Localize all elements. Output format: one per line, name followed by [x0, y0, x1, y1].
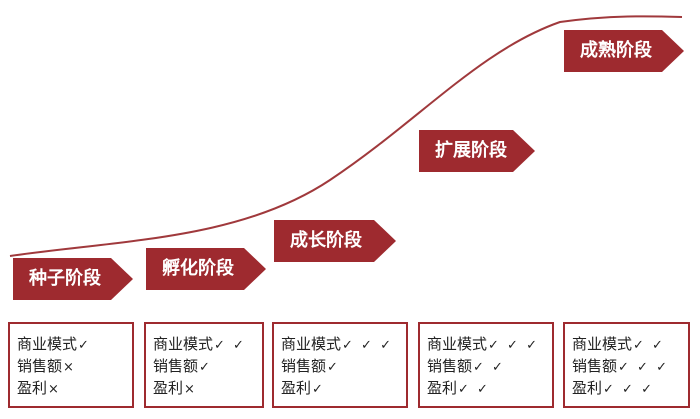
stage-arrow-maturity: 成熟阶段 [564, 30, 684, 72]
sales-mark: ✓ ✓ ✓ [618, 360, 669, 375]
business-model-row: 商业模式✓ ✓ ✓ [281, 334, 406, 356]
stage-label: 种子阶段 [29, 268, 101, 289]
profit-label: 盈利 [281, 379, 312, 397]
stage-box-expansion: 商业模式✓ ✓ ✓ 销售额✓ ✓ 盈利✓ ✓ [418, 322, 554, 408]
stage-label: 成长阶段 [290, 230, 362, 251]
sales-label: 销售额 [427, 357, 473, 375]
stage-label: 孵化阶段 [162, 258, 234, 279]
stage-label: 成熟阶段 [580, 40, 652, 61]
sales-row: 销售额✓ [153, 356, 262, 378]
stage-label: 扩展阶段 [435, 140, 507, 161]
business-model-row: 商业模式✓ ✓ [572, 334, 688, 356]
business-model-mark: ✓ ✓ ✓ [342, 338, 393, 353]
profit-mark: ✓ [312, 382, 325, 397]
profit-row: 盈利✓ [281, 378, 406, 400]
business-model-mark: ✓ [78, 338, 91, 353]
profit-mark: ✓ ✓ ✓ [603, 382, 654, 397]
sales-row: 销售额✓ ✓ [427, 356, 552, 378]
sales-row: 销售额✓ [281, 356, 406, 378]
profit-label: 盈利 [17, 379, 48, 397]
profit-row: 盈利✓ ✓ ✓ [572, 378, 688, 400]
stage-box-maturity: 商业模式✓ ✓ 销售额✓ ✓ ✓ 盈利✓ ✓ ✓ [563, 322, 690, 408]
business-model-row: 商业模式✓ ✓ ✓ [427, 334, 552, 356]
sales-row: 销售额✓ ✓ ✓ [572, 356, 688, 378]
sales-label: 销售额 [17, 357, 63, 375]
business-model-label: 商业模式 [281, 335, 342, 353]
sales-mark: × [63, 360, 76, 375]
stage-box-incubation: 商业模式✓ ✓ 销售额✓ 盈利× [144, 322, 264, 408]
business-model-row: 商业模式✓ ✓ [153, 334, 262, 356]
stage-box-growth: 商业模式✓ ✓ ✓ 销售额✓ 盈利✓ [272, 322, 408, 408]
business-model-mark: ✓ ✓ [633, 338, 665, 353]
sales-row: 销售额× [17, 356, 132, 378]
business-model-mark: ✓ ✓ [214, 338, 246, 353]
business-model-mark: ✓ ✓ ✓ [488, 338, 539, 353]
profit-mark: × [184, 382, 197, 397]
profit-mark: × [48, 382, 61, 397]
profit-mark: ✓ ✓ [458, 382, 490, 397]
business-model-label: 商业模式 [572, 335, 633, 353]
business-model-row: 商业模式✓ [17, 334, 132, 356]
s-curve-line [9, 15, 683, 257]
business-model-label: 商业模式 [17, 335, 78, 353]
business-model-label: 商业模式 [427, 335, 488, 353]
stage-box-seed: 商业模式✓ 销售额× 盈利× [8, 322, 134, 408]
profit-row: 盈利× [17, 378, 132, 400]
stage-arrow-expansion: 扩展阶段 [419, 130, 535, 172]
sales-label: 销售额 [153, 357, 199, 375]
stage-arrow-seed: 种子阶段 [13, 258, 133, 300]
sales-mark: ✓ [327, 360, 340, 375]
sales-label: 销售额 [572, 357, 618, 375]
stage-arrow-incubation: 孵化阶段 [146, 248, 266, 290]
stage-arrow-growth: 成长阶段 [274, 220, 396, 262]
profit-label: 盈利 [572, 379, 603, 397]
profit-row: 盈利× [153, 378, 262, 400]
sales-mark: ✓ [199, 360, 212, 375]
profit-label: 盈利 [153, 379, 184, 397]
sales-label: 销售额 [281, 357, 327, 375]
profit-label: 盈利 [427, 379, 458, 397]
business-model-label: 商业模式 [153, 335, 214, 353]
sales-mark: ✓ ✓ [473, 360, 505, 375]
profit-row: 盈利✓ ✓ [427, 378, 552, 400]
